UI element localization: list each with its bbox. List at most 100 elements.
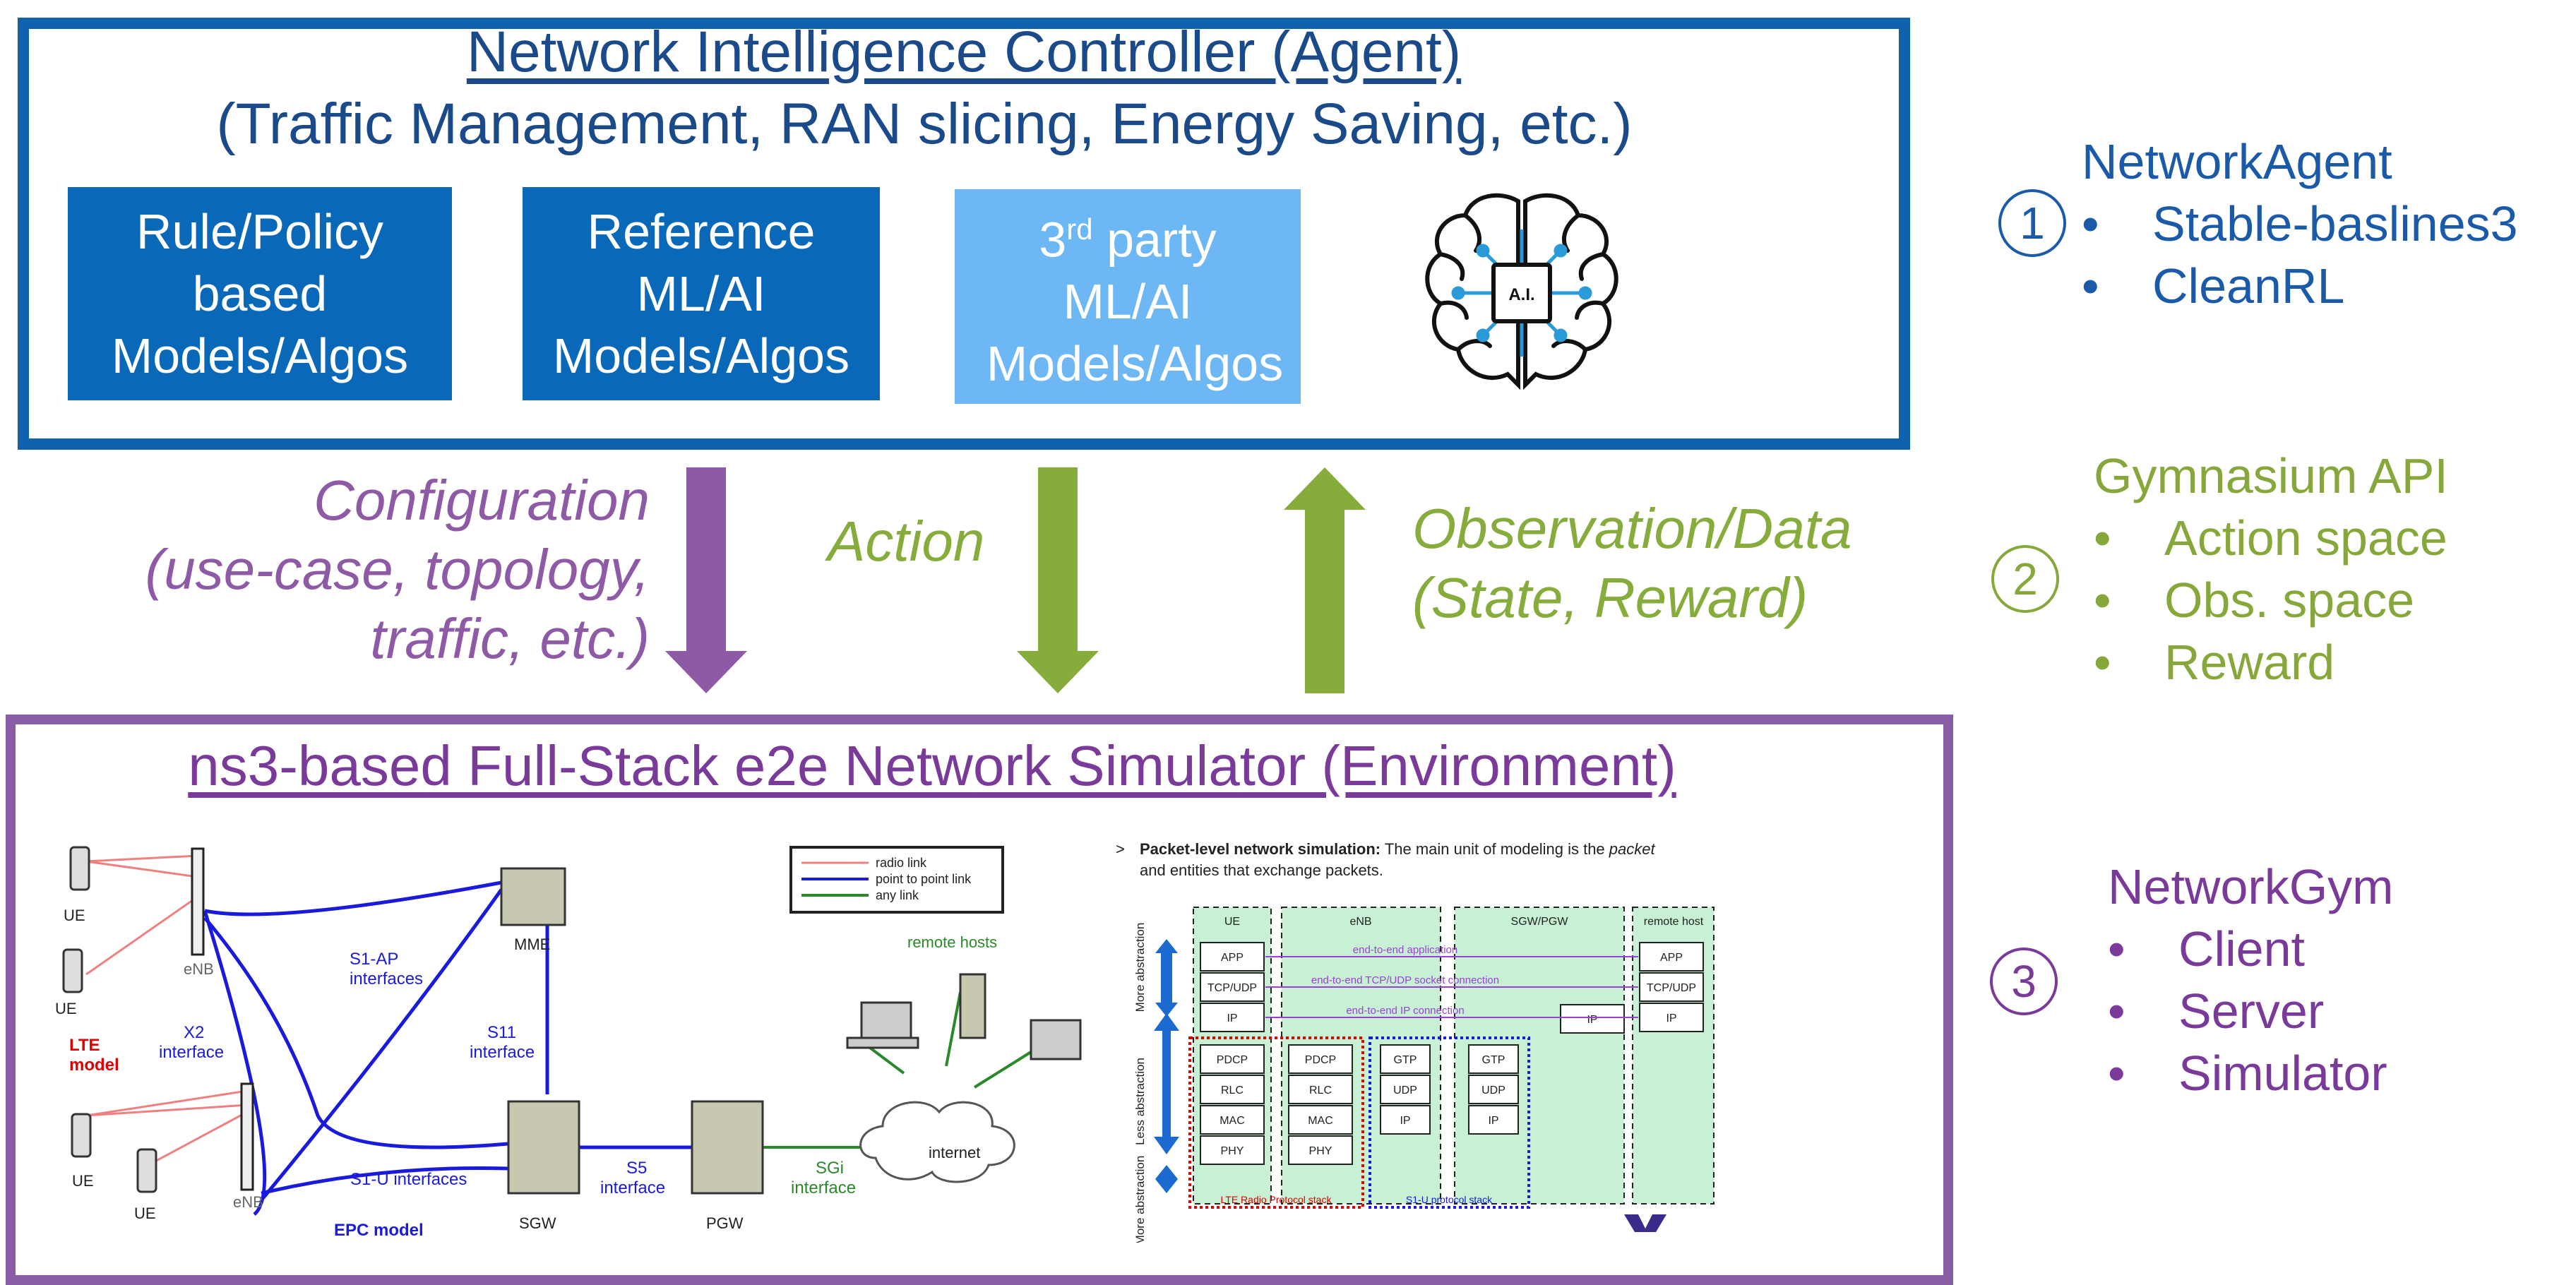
enb-label-1: eNB — [184, 960, 214, 978]
s5-label-2: interface — [600, 1178, 665, 1197]
col-sgwpgw: SGW/PGW — [1511, 916, 1569, 928]
layer-app-host: APP — [1660, 952, 1683, 964]
lte-model-label-2: model — [69, 1056, 119, 1075]
legend-p2p: point to point link — [876, 872, 972, 886]
network-agent-item: •CleanRL — [2082, 258, 2345, 313]
configuration-line3: traffic, etc.) — [370, 607, 650, 670]
legend-radio: radio link — [876, 856, 927, 870]
more-abs-top: More abstraction — [1133, 923, 1147, 1012]
s1u-label: S1-U interfaces — [350, 1170, 467, 1189]
layer-ip-sgw: IP — [1488, 1115, 1498, 1127]
configuration-line1: Configuration — [314, 469, 650, 532]
observation-line2: (State, Reward) — [1412, 566, 1808, 629]
s1ap-label: S1-AP — [350, 950, 398, 969]
reference-ml-box: Reference ML/AI Models/Algos — [523, 187, 880, 400]
s5-label: S5 — [626, 1159, 647, 1178]
protocol-stack-diagram: > Packet-level network simulation: The m… — [1116, 840, 1715, 1243]
agent-title: Network Intelligence Controller (Agent) — [466, 20, 1462, 84]
gymnasium-item: •Action space — [2094, 510, 2447, 566]
layer-ip-pgw: IP — [1587, 1014, 1597, 1026]
layer-app-ue: APP — [1221, 952, 1244, 964]
less-abs: Less abstraction — [1133, 1058, 1147, 1145]
third-party-line1: 3rd party — [1039, 212, 1217, 268]
observation-label: Observation/Data (State, Reward) — [1412, 494, 1852, 633]
ai-chip-label: A.I. — [1508, 285, 1534, 304]
layer-ip-ue: IP — [1227, 1012, 1237, 1024]
layer-pdcp-ue: PDCP — [1217, 1054, 1248, 1066]
ue-label-3: UE — [72, 1172, 94, 1190]
mme-label: MME — [514, 936, 550, 953]
epc-model-label: EPC model — [334, 1221, 424, 1240]
stack-heading-line2: and entities that exchange packets. — [1140, 861, 1383, 879]
agent-subtitle: (Traffic Management, RAN slicing, Energy… — [216, 92, 1633, 156]
lte-model-label: LTE — [69, 1036, 100, 1055]
lte-stack-label: LTE Radio Protocol stack — [1221, 1194, 1332, 1205]
layer-rlc-ue: RLC — [1221, 1084, 1244, 1096]
configuration-line2: (use-case, topology, — [145, 538, 650, 601]
e2e-tcp-label: end-to-end TCP/UDP socket connection — [1311, 974, 1499, 986]
observation-arrow — [1284, 467, 1366, 693]
s1ap-label-2: interfaces — [350, 969, 423, 988]
x2-label: X2 — [184, 1023, 204, 1042]
ue-label-2: UE — [55, 1000, 77, 1017]
networkgym-item: •Server — [2108, 984, 2325, 1039]
e2e-ip-label: end-to-end IP connection — [1346, 1005, 1464, 1017]
remote-hosts-label: remote hosts — [907, 933, 997, 951]
layer-tcp-host: TCP/UDP — [1647, 982, 1696, 994]
layer-mac-enb: MAC — [1308, 1115, 1333, 1127]
layer-ip-enb: IP — [1400, 1115, 1410, 1127]
networkgym-list: NetworkGym •Client •Server •Simulator — [2108, 856, 2393, 1104]
layer-tcp-ue: TCP/UDP — [1208, 982, 1257, 994]
environment-box — [6, 715, 1953, 1285]
sgi-label-2: interface — [791, 1178, 856, 1197]
layer-phy-ue: PHY — [1221, 1145, 1244, 1157]
ue-label-4: UE — [134, 1205, 156, 1222]
layer-udp-enb: UDP — [1393, 1084, 1417, 1096]
step-1-circle: 1 — [1998, 189, 2066, 257]
networkgym-item: •Client — [2108, 921, 2305, 976]
layer-rlc-enb: RLC — [1309, 1084, 1332, 1096]
sgw-label: SGW — [519, 1214, 556, 1232]
x2-label-2: interface — [159, 1043, 224, 1062]
third-party-box: 3rd party ML/AI Models/Algos — [955, 189, 1301, 404]
stack-heading: Packet-level network simulation: The mai… — [1140, 840, 1656, 858]
third-party-line2: ML/AI Models/Algos — [986, 274, 1284, 392]
step-3-circle: 3 — [1990, 948, 2058, 1015]
layer-gtp-sgw: GTP — [1482, 1054, 1505, 1066]
observation-line1: Observation/Data — [1412, 497, 1852, 560]
network-agent-title: NetworkAgent — [2082, 134, 2392, 189]
action-label: Action — [828, 510, 985, 573]
network-agent-list: NetworkAgent •Stable-baslines3 •CleanRL — [2082, 131, 2518, 317]
ai-brain-icon: A.I. — [1425, 193, 1618, 390]
col-enb: eNB — [1349, 916, 1371, 928]
lte-epc-diagram: radio link point to point link any link … — [55, 846, 1082, 1240]
enb-label-2: eNB — [233, 1193, 263, 1211]
ue-label-1: UE — [64, 907, 85, 924]
col-ue: UE — [1224, 916, 1240, 928]
gymnasium-list: Gymnasium API •Action space •Obs. space … — [2094, 445, 2448, 693]
layer-ip-host: IP — [1666, 1012, 1676, 1024]
logo-mark — [1624, 1214, 1666, 1232]
configuration-label: Configuration (use-case, topology, traff… — [71, 466, 650, 674]
layer-mac-ue: MAC — [1220, 1115, 1245, 1127]
col-remote-host: remote host — [1644, 916, 1704, 928]
s1u-stack-label: S1-U protocol stack — [1406, 1194, 1493, 1205]
environment-title: ns3-based Full-Stack e2e Network Simulat… — [188, 734, 1676, 797]
agent-box — [18, 18, 1910, 450]
gymnasium-title: Gymnasium API — [2094, 448, 2448, 503]
sgi-label: SGi — [816, 1159, 844, 1178]
s11-label: S11 — [487, 1023, 516, 1042]
e2e-app-label: end-to-end application — [1353, 944, 1457, 956]
networkgym-item: •Simulator — [2108, 1046, 2387, 1101]
action-arrow — [1017, 467, 1099, 693]
s11-label-2: interface — [470, 1043, 535, 1062]
pgw-label: PGW — [706, 1214, 744, 1232]
rule-policy-box: Rule/Policy based Models/Algos — [68, 187, 452, 400]
legend-any: any link — [876, 888, 919, 902]
gymnasium-item: •Obs. space — [2094, 573, 2415, 628]
stack-heading-marker: > — [1116, 840, 1125, 858]
layer-gtp-enb: GTP — [1394, 1054, 1417, 1066]
configuration-arrow — [665, 467, 747, 693]
network-agent-item: •Stable-baslines3 — [2082, 196, 2518, 251]
